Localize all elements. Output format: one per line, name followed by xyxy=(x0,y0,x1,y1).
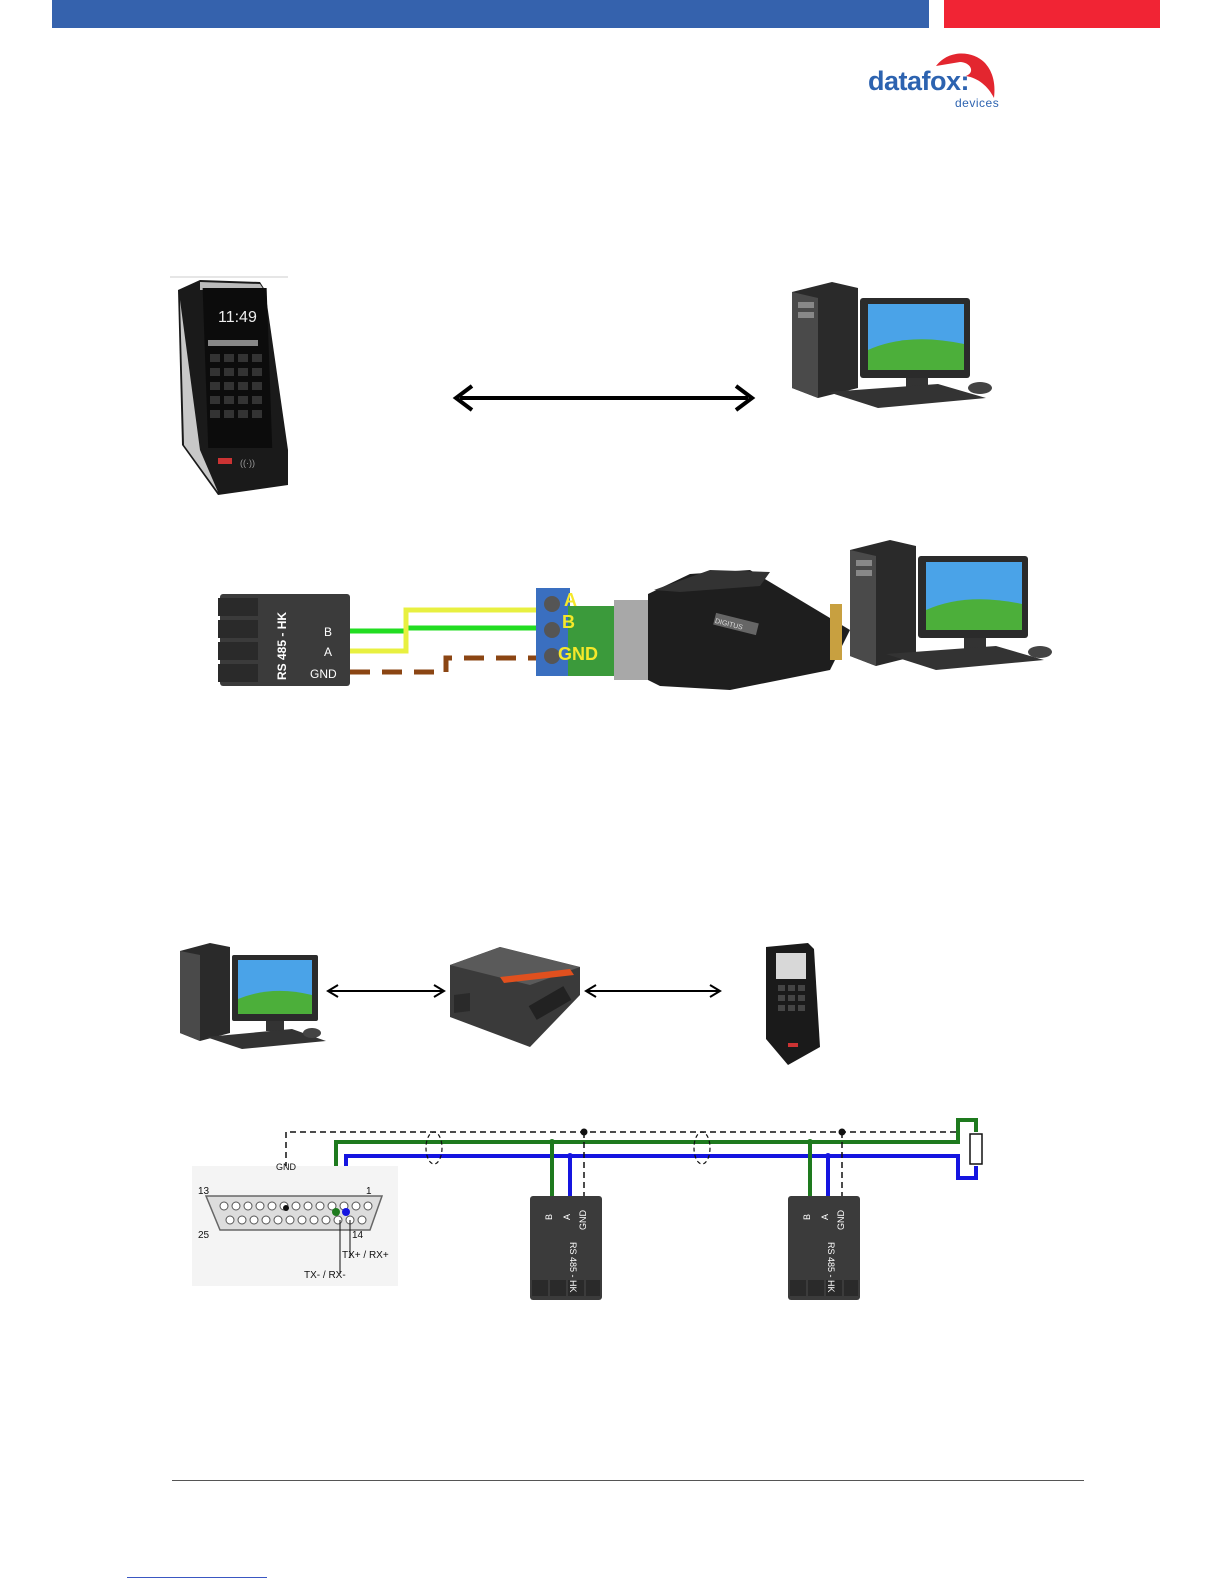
db25-connector: 13 1 25 14 GND TX+ / RX+ TX- / RX- xyxy=(192,1162,398,1286)
figure-db25-rs485-wiring: 13 1 25 14 GND TX+ / RX+ TX- / RX- B A G… xyxy=(190,1108,1000,1303)
db25-gnd-label: GND xyxy=(276,1162,297,1172)
cable-shield-2 xyxy=(694,1132,710,1164)
rs485-connector-2: B A GND RS 485 - HK xyxy=(788,1196,860,1300)
tx-minus-label: TX- / RX- xyxy=(304,1270,346,1281)
wire-b-green xyxy=(336,1142,960,1208)
db25-pin-1: 1 xyxy=(366,1186,372,1197)
svg-text:((·)): ((·)) xyxy=(240,458,255,468)
c2-pin-gnd: GND xyxy=(836,1210,846,1231)
logo-subtext: devices xyxy=(955,96,999,110)
usb-serial-adapter: DIGITUS xyxy=(614,570,850,690)
double-arrow-icon-3 xyxy=(586,985,720,997)
terminal-block: A B GND xyxy=(536,588,614,676)
pc-computer-2 xyxy=(850,540,1052,670)
pc-computer-3 xyxy=(180,943,326,1049)
terminal-device-small xyxy=(766,943,820,1065)
adapter-label-b: B xyxy=(562,612,575,632)
double-arrow-icon-2 xyxy=(328,985,444,997)
header-bar-blue xyxy=(52,0,929,28)
pc-computer xyxy=(792,282,992,408)
pin-b-label: B xyxy=(324,625,332,639)
footer-link-underline[interactable] xyxy=(127,1577,267,1578)
c1-pin-gnd: GND xyxy=(578,1210,588,1231)
pin-gnd-label: GND xyxy=(310,667,337,681)
tx-plus-label: TX+ / RX+ xyxy=(342,1250,389,1261)
terminal-device: 11:49 ((·)) xyxy=(178,280,288,495)
c1-label: RS 485 - HK xyxy=(568,1242,578,1293)
termination-resistor xyxy=(950,1120,982,1178)
header-bar-red xyxy=(944,0,1160,28)
connector-label: RS 485 - HK xyxy=(275,612,289,680)
pin-a-label: A xyxy=(324,645,332,659)
figure-rs485-usb-adapter: RS 485 - HK B A GND A B GND DIGITUS xyxy=(210,530,1070,720)
figure-terminal-to-pc: 11:49 ((·)) xyxy=(160,270,1000,500)
wire-a-blue xyxy=(346,1156,960,1208)
footer-divider xyxy=(172,1480,1084,1481)
adapter-label-gnd: GND xyxy=(558,644,598,664)
double-arrow-icon xyxy=(456,386,752,410)
c1-pin-b: B xyxy=(544,1214,554,1220)
db25-pin-14: 14 xyxy=(352,1230,364,1241)
cable-shield-1 xyxy=(426,1132,442,1164)
c1-pin-a: A xyxy=(562,1214,572,1220)
rs485-connector-1: B A GND RS 485 - HK xyxy=(530,1196,602,1300)
terminal-clock: 11:49 xyxy=(218,309,257,326)
adapter-label-a: A xyxy=(564,590,577,610)
wire-b xyxy=(350,628,540,631)
rs485-connector: RS 485 - HK B A GND xyxy=(218,594,350,686)
logo-text: datafox: xyxy=(868,66,969,97)
c2-label: RS 485 - HK xyxy=(826,1242,836,1293)
c2-pin-b: B xyxy=(802,1214,812,1220)
db25-pin-13: 13 xyxy=(198,1186,210,1197)
serial-device-server xyxy=(450,947,580,1047)
c2-pin-a: A xyxy=(820,1214,830,1220)
figure-pc-converter-terminal xyxy=(170,935,850,1070)
db25-pin-25: 25 xyxy=(198,1230,210,1241)
wire-gnd xyxy=(350,658,540,672)
